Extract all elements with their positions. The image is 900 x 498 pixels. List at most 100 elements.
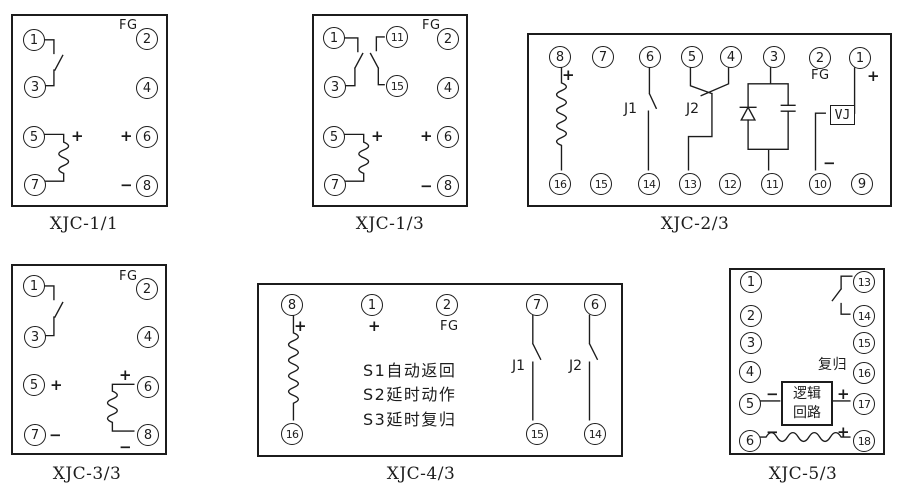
fg-label: FG (440, 319, 459, 334)
panel-caption-xjc-4-3: XJC-4/3 (386, 464, 456, 484)
terminal-6: 6 (639, 46, 661, 68)
note-s1: S1自动返回 (363, 361, 457, 380)
reset-label: 复归 (818, 357, 847, 373)
terminal-1: 1 (323, 27, 345, 49)
plus-sign: + (837, 385, 850, 403)
terminal-7: 7 (324, 174, 346, 196)
coil-8-16 (555, 66, 568, 171)
terminal-5: 5 (23, 126, 45, 148)
plus-sign: + (71, 127, 84, 145)
terminal-8: 8 (437, 175, 459, 197)
panel-xjc-1-1: 1 2 3 4 5 6 7 8 FG + + − (11, 14, 168, 207)
terminal-3: 3 (740, 332, 762, 354)
plus-sign: + (867, 67, 880, 85)
panel-caption-xjc-1-1: XJC-1/1 (49, 214, 119, 234)
minus-sign: − (823, 154, 836, 172)
contact-1-3 (343, 37, 364, 87)
terminal-4: 4 (136, 77, 158, 99)
contact-j1-6-14 (647, 66, 658, 171)
panel-caption-xjc-3-3: XJC-3/3 (52, 464, 122, 484)
logic-box-line2: 回路 (793, 405, 821, 421)
terminal-6: 6 (137, 376, 159, 398)
plus-sign: + (837, 423, 850, 441)
terminal-2: 2 (809, 47, 831, 69)
terminal-17: 17 (853, 393, 875, 415)
terminal-1: 1 (361, 294, 383, 316)
note-s2: S2延时动作 (363, 385, 457, 404)
terminal-5: 5 (681, 46, 703, 68)
minus-sign: − (766, 385, 779, 403)
minus-sign: − (49, 426, 62, 444)
panel-caption-xjc-5-3: XJC-5/3 (768, 464, 838, 484)
contact-label-j1: J1 (624, 101, 638, 117)
coil-5-7 (343, 133, 370, 182)
plus-sign: + (294, 317, 307, 335)
terminal-2: 2 (436, 294, 458, 316)
plus-sign: + (371, 127, 384, 145)
terminal-4: 4 (137, 326, 159, 348)
contact-1-3 (43, 39, 64, 87)
plus-sign: + (368, 317, 381, 335)
coil-6-8 (106, 383, 135, 432)
panel-caption-xjc-2-3: XJC-2/3 (660, 214, 730, 234)
plus-sign: + (120, 127, 133, 145)
contact-j2-6-14 (588, 314, 599, 421)
terminal-6: 6 (136, 126, 158, 148)
plus-sign: + (562, 66, 575, 84)
panel-xjc-5-3: 1 2 3 4 5 6 13 14 15 16 17 18 复归 − + − +… (729, 268, 885, 455)
plus-sign: + (119, 366, 132, 384)
terminal-13: 13 (679, 173, 701, 195)
coil-8-16 (287, 314, 299, 421)
contact-label-j1: J1 (512, 358, 526, 374)
contact-label-j2: J2 (686, 101, 700, 117)
terminal-1: 1 (23, 29, 45, 51)
terminal-14: 14 (584, 423, 606, 445)
terminal-9: 9 (851, 173, 873, 195)
terminal-18: 18 (853, 430, 875, 452)
terminal-1: 1 (23, 275, 45, 297)
contact-label-j2: J2 (569, 358, 583, 374)
terminal-3: 3 (24, 76, 46, 98)
terminal-5: 5 (23, 374, 45, 396)
terminal-15: 15 (526, 423, 548, 445)
terminal-12: 12 (719, 173, 741, 195)
terminal-2: 2 (437, 28, 459, 50)
coil-5-7 (43, 133, 70, 182)
contact-11-15 (369, 36, 385, 86)
terminal-6: 6 (437, 126, 459, 148)
terminal-8: 8 (549, 46, 571, 68)
terminal-8: 8 (281, 294, 303, 316)
fg-label: FG (422, 18, 441, 33)
minus-sign: − (119, 438, 132, 456)
terminal-4: 4 (720, 46, 742, 68)
plus-sign: + (420, 127, 433, 145)
wiring-svg (287, 314, 599, 421)
terminal-10: 10 (809, 173, 831, 195)
terminal-15: 15 (590, 173, 612, 195)
terminal-7: 7 (24, 424, 46, 446)
terminal-14: 14 (638, 173, 660, 195)
terminal-13: 13 (853, 271, 875, 293)
terminal-16: 16 (281, 423, 303, 445)
terminal-3: 3 (763, 46, 785, 68)
terminal-4: 4 (739, 361, 761, 383)
terminal-15: 15 (853, 332, 875, 354)
contact-j2-5-4-13 (687, 66, 730, 171)
fg-label: FG (811, 68, 830, 83)
terminal-5: 5 (323, 126, 345, 148)
terminal-2: 2 (136, 28, 158, 50)
terminal-11: 11 (761, 173, 783, 195)
terminal-3: 3 (24, 326, 46, 348)
terminal-16: 16 (853, 362, 875, 384)
terminal-15: 15 (386, 75, 408, 97)
panel-xjc-3-3: 1 2 3 4 5 6 7 8 FG + − + − (11, 264, 167, 455)
terminal-14: 14 (853, 305, 875, 327)
minus-sign: − (120, 176, 133, 194)
terminal-1: 1 (849, 47, 871, 69)
contact-j1-7-15 (531, 314, 542, 421)
terminal-3: 3 (324, 76, 346, 98)
diode-capacitor-loop-3-11 (739, 66, 796, 171)
terminal-7: 7 (526, 294, 548, 316)
vj-module-box: VJ (830, 105, 855, 125)
